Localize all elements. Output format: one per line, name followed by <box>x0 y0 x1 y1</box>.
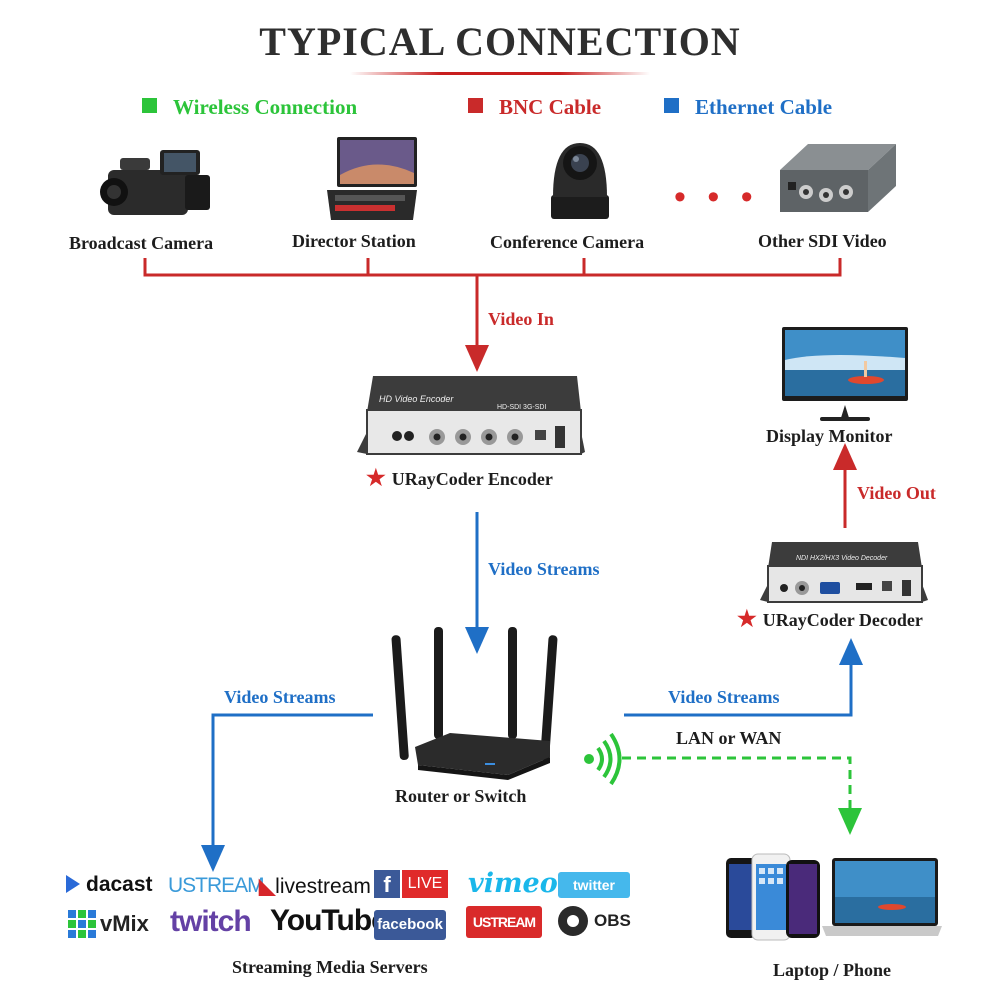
svg-text:HD-SDI 3G-SDI: HD-SDI 3G-SDI <box>497 404 546 411</box>
star-icon: ★ <box>366 465 386 490</box>
vimeo-logo: vimeo <box>468 868 558 899</box>
legend-wireless: Wireless Connection <box>142 95 357 120</box>
youtube-logo: YouTube <box>270 904 388 937</box>
title-underline <box>350 72 650 75</box>
decoder-label: ★URayCoder Decoder <box>737 606 923 631</box>
bnc-bus <box>143 258 842 372</box>
ustream-logo: USTREAM <box>168 874 265 897</box>
router-icon <box>391 627 558 780</box>
livestream-icon: ◣ <box>259 875 276 898</box>
wifi-signal-icon <box>584 732 622 786</box>
video-out-label: Video Out <box>857 483 936 503</box>
vmix-icon <box>68 910 96 938</box>
star-icon: ★ <box>737 606 757 631</box>
obs-logo: OBS <box>558 906 631 936</box>
router-to-decoder-arrow <box>624 638 863 717</box>
director-station-icon <box>327 137 417 220</box>
video-streams-left-label: Video Streams <box>224 687 336 707</box>
facebook-live-logo: f LIVE <box>374 870 448 898</box>
streaming-servers-label: Streaming Media Servers <box>232 957 428 977</box>
more-devices-ellipsis: • • • <box>674 178 759 216</box>
diagram-title: TYPICAL CONNECTION <box>259 19 741 64</box>
wireless-to-laptop-arrow <box>622 756 862 835</box>
display-monitor-icon <box>782 327 908 421</box>
twitch-logo: twitch <box>170 905 252 938</box>
conference-camera-icon <box>551 143 609 219</box>
laptop-phone-label: Laptop / Phone <box>773 960 892 980</box>
legend-bnc: BNC Cable <box>468 95 601 120</box>
vmix-logo: vMix <box>68 910 149 938</box>
svg-text:HD Video Encoder: HD Video Encoder <box>379 394 454 404</box>
facebook-f-icon: f <box>374 870 400 898</box>
red-square-icon <box>468 98 483 113</box>
conference-camera-label: Conference Camera <box>490 232 645 252</box>
green-square-icon <box>142 98 157 113</box>
broadcast-camera-label: Broadcast Camera <box>69 233 214 253</box>
display-monitor-label: Display Monitor <box>766 426 893 446</box>
encoder-device-icon: HD Video Encoder HD-SDI 3G-SDI <box>357 376 585 455</box>
decoder-device-icon: NDI HX2/HX3 Video Decoder <box>760 542 928 603</box>
director-station-label: Director Station <box>292 231 416 251</box>
router-to-servers-arrow <box>201 713 373 872</box>
legend-ethernet: Ethernet Cable <box>664 95 832 120</box>
encoder-label: ★URayCoder Encoder <box>366 465 553 490</box>
video-streams-right-label: Video Streams <box>668 687 780 707</box>
router-label: Router or Switch <box>395 786 527 806</box>
other-sdi-label: Other SDI Video <box>758 231 887 251</box>
sdi-converter-icon <box>780 144 896 212</box>
video-in-label: Video In <box>488 309 554 329</box>
blue-square-icon <box>664 98 679 113</box>
lan-wan-label: LAN or WAN <box>676 728 782 748</box>
dacast-icon <box>66 875 80 893</box>
laptop-phone-icon <box>726 853 942 941</box>
twitter-logo: twitter <box>558 872 630 898</box>
broadcast-camera-icon <box>100 150 210 215</box>
dacast-logo: dacast <box>66 873 153 897</box>
svg-text:NDI HX2/HX3 Video Decoder: NDI HX2/HX3 Video Decoder <box>796 555 888 562</box>
facebook-logo: facebook <box>374 910 446 940</box>
obs-icon <box>558 906 588 936</box>
video-streams-down-label: Video Streams <box>488 559 600 579</box>
ustream-tv-logo: USTREAM <box>466 906 542 938</box>
livestream-logo: ◣livestream <box>259 875 371 898</box>
